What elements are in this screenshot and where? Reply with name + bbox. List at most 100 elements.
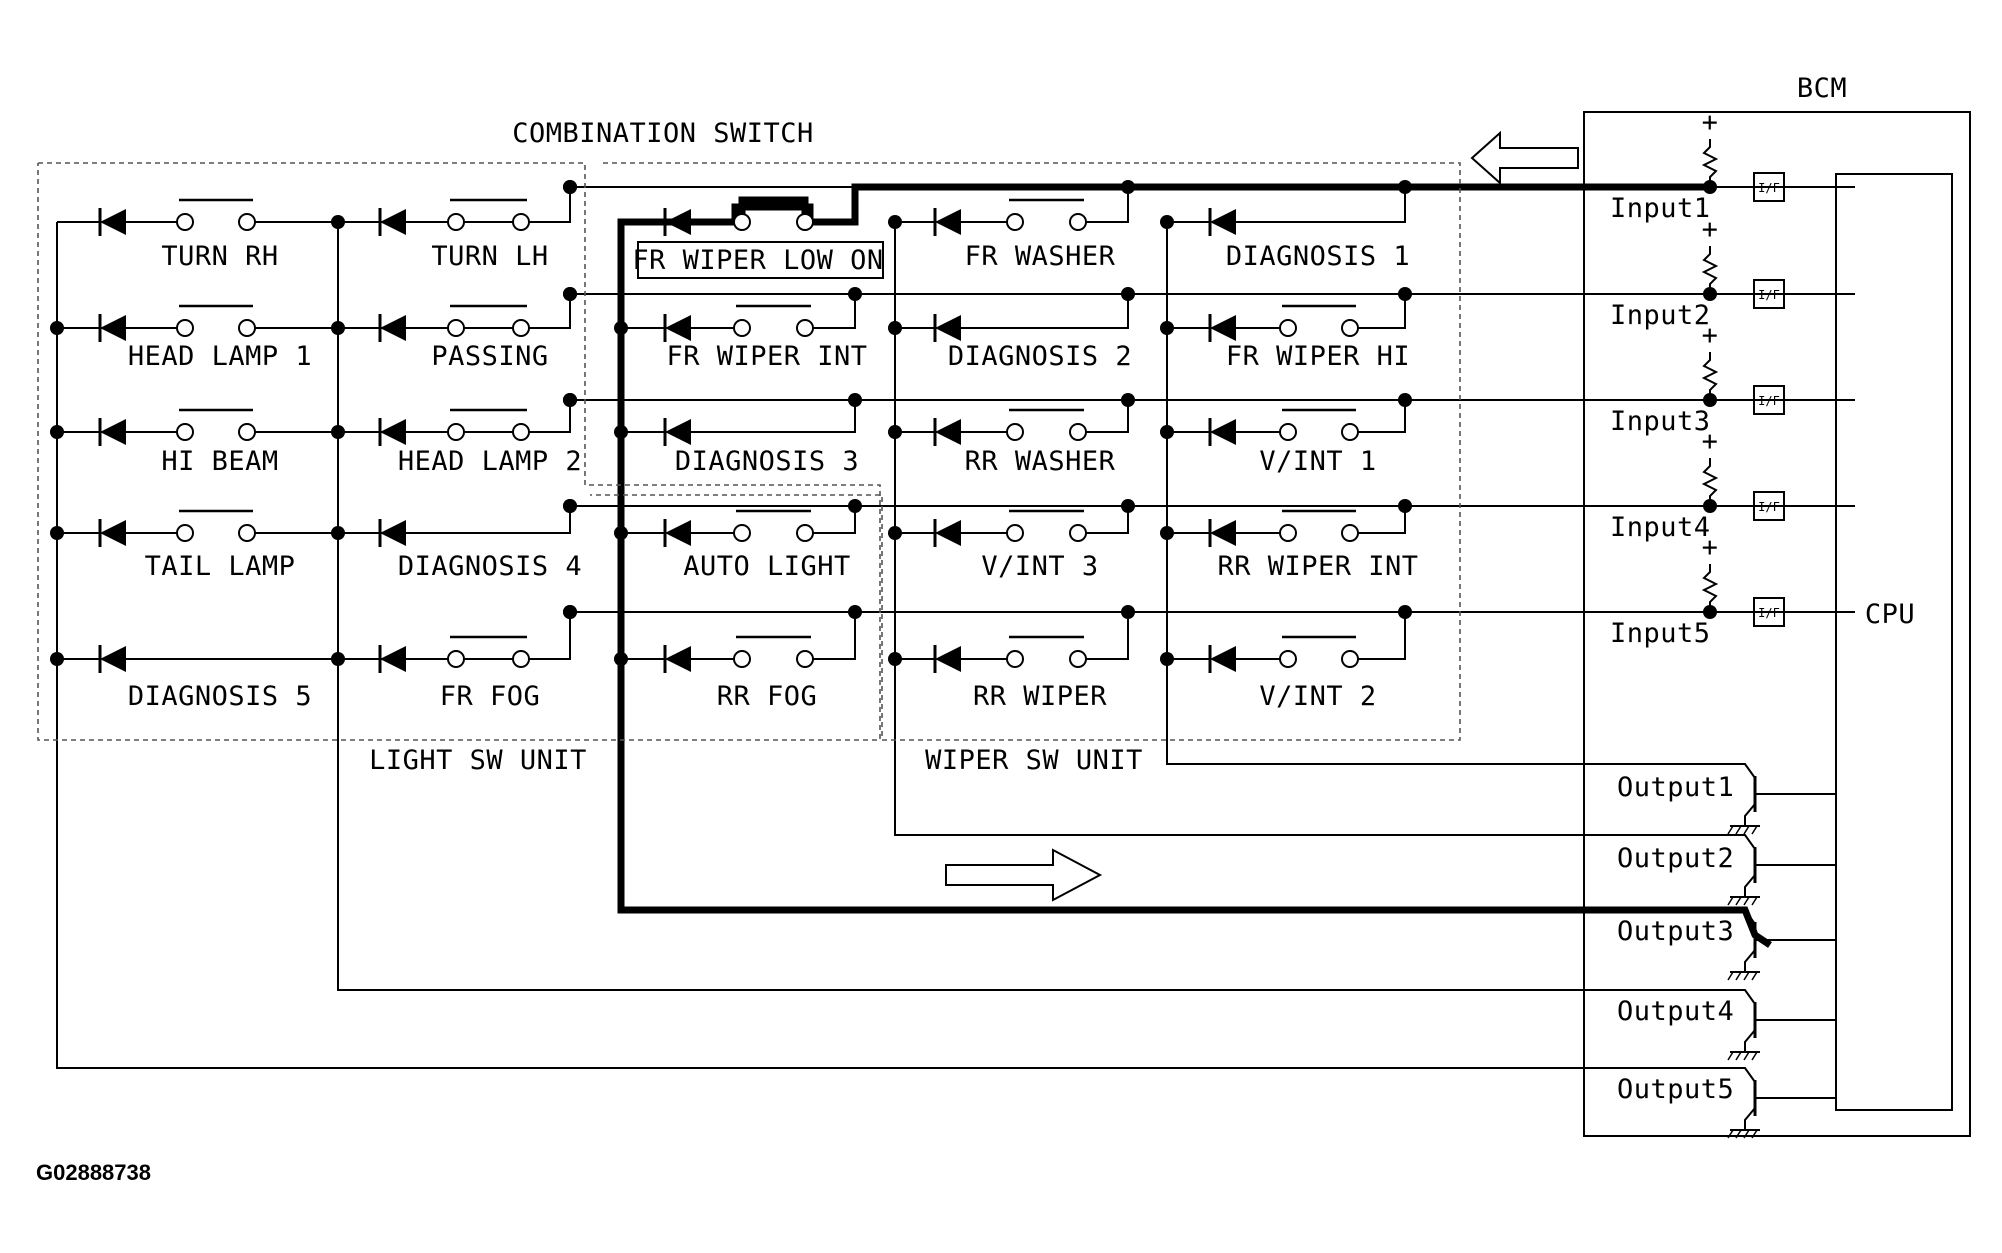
junction-dot (1398, 393, 1412, 407)
junction-dot (1160, 526, 1174, 540)
fr-wiper-low-on-box (637, 241, 884, 279)
switch-label: FR WIPER HI (1226, 341, 1410, 372)
switch-label: RR WIPER (973, 681, 1107, 712)
diode-icon (100, 419, 126, 445)
switch-contact (1341, 319, 1359, 337)
if-box (1753, 385, 1785, 415)
output-collector (1710, 909, 1756, 925)
switch-contact (238, 213, 256, 231)
branch-wire (1358, 294, 1406, 329)
junction-dot (1398, 180, 1412, 194)
switch-contact (238, 319, 256, 337)
diode-icon (935, 209, 961, 235)
switch-contact (447, 650, 465, 668)
diode-icon (380, 209, 406, 235)
switch-contact (176, 423, 194, 441)
wiper-sw-unit-label: WIPER SW UNIT (925, 745, 1143, 776)
switch-label: HEAD LAMP 2 (398, 446, 582, 477)
switch-contact (1006, 524, 1024, 542)
light-sw-unit-label: LIGHT SW UNIT (369, 745, 587, 776)
diode-icon (100, 209, 126, 235)
switch-contact (733, 650, 751, 668)
wires (56, 139, 1855, 1130)
output1-line (1166, 222, 1710, 765)
output-collector (1710, 1067, 1756, 1083)
junction-dot (331, 321, 345, 335)
switch-contact (796, 650, 814, 668)
if-box (1753, 597, 1785, 627)
junction-dot (614, 526, 628, 540)
switch-contact (796, 524, 814, 542)
diode-icon (1210, 315, 1236, 341)
if-label: I/F (1758, 394, 1780, 408)
junction-dot (888, 425, 902, 439)
branch-wire (126, 612, 571, 660)
switch-contact (512, 650, 530, 668)
switch-label: HI BEAM (161, 446, 278, 477)
junction-dot (50, 526, 64, 540)
ground-hatch (1743, 825, 1750, 835)
branch-wire (529, 612, 571, 660)
ground-hatch (1743, 971, 1750, 981)
cpu-box (1835, 173, 1953, 1111)
switch-contact (1279, 423, 1297, 441)
diode-icon (935, 315, 961, 341)
ground-hatch (1751, 825, 1758, 835)
diode-icon (1210, 209, 1236, 235)
junction-dot (50, 321, 64, 335)
diode-icon (935, 520, 961, 546)
switch-contact (1279, 524, 1297, 542)
switch-label: AUTO LIGHT (683, 551, 851, 582)
junction-dot (1160, 321, 1174, 335)
switch-label: V/INT 2 (1259, 681, 1376, 712)
switch-label: TURN LH (431, 241, 548, 272)
junction-dot (1121, 180, 1135, 194)
switch-contact (796, 213, 814, 231)
pullup-resistor (1701, 246, 1719, 294)
flow-arrow-right-icon (945, 848, 1103, 902)
diode-icon (380, 315, 406, 341)
diode-icon (100, 315, 126, 341)
active-path (617, 183, 1772, 948)
switch-contact (1341, 650, 1359, 668)
diode-icon (100, 646, 126, 672)
branch-wire (1358, 506, 1406, 534)
branch-wire (1086, 612, 1129, 660)
cpu-label: CPU (1865, 599, 1915, 630)
figure-id: G02888738 (36, 1160, 151, 1185)
diode-icon (1210, 646, 1236, 672)
input-label: Input3 (1610, 406, 1711, 437)
output-label: Output1 (1617, 772, 1734, 803)
if-box (1753, 279, 1785, 309)
junction-dot (614, 321, 628, 335)
ground-hatch (1735, 896, 1742, 906)
pullup-resistor (1701, 458, 1719, 506)
switch-label: TURN RH (161, 241, 278, 272)
junction-dot (50, 652, 64, 666)
branch-wire (529, 187, 571, 223)
diode-icon (935, 419, 961, 445)
junction-dot (1398, 499, 1412, 513)
junction-dot (1703, 287, 1717, 301)
switch-label: RR FOG (717, 681, 818, 712)
flow-arrow-left-icon (1470, 130, 1579, 186)
junction-dot (331, 215, 345, 229)
input-label: Input4 (1610, 512, 1711, 543)
switch-contact (1006, 213, 1024, 231)
switch-contact (1006, 650, 1024, 668)
switch-contact (176, 213, 194, 231)
switch-contact (447, 319, 465, 337)
switch-contact (733, 524, 751, 542)
diode-icon (665, 315, 691, 341)
junction-dot (331, 526, 345, 540)
junction-dot (888, 321, 902, 335)
ground-hatch (1727, 896, 1734, 906)
switch-label: DIAGNOSIS 5 (128, 681, 312, 712)
switch-contact (447, 423, 465, 441)
junction-dot (1160, 425, 1174, 439)
junction-dot (563, 499, 577, 513)
switch-contact (733, 319, 751, 337)
diode-icon (665, 520, 691, 546)
branch-wire (961, 294, 1129, 329)
junction-dot (563, 605, 577, 619)
